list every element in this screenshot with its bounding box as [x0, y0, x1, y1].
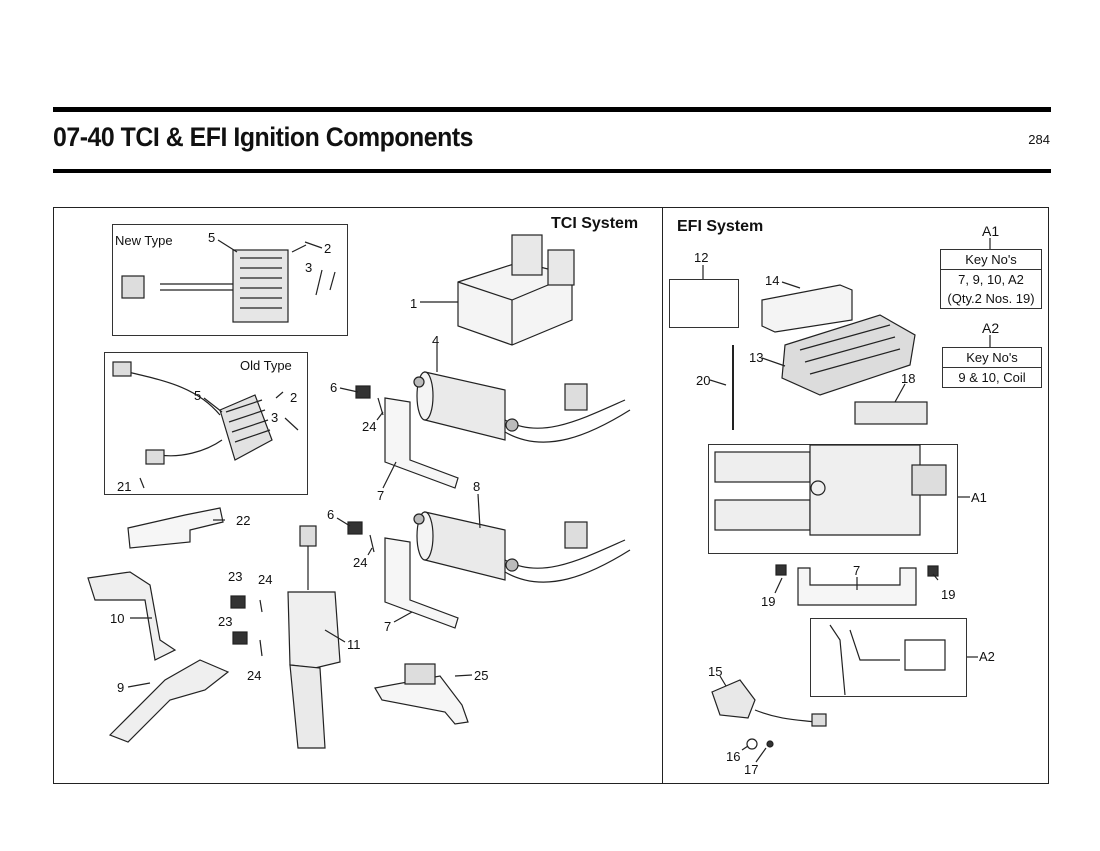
- callout-25: 25: [474, 668, 489, 683]
- sensor-11-illustration: [287, 525, 341, 749]
- regulator-old-illustration: [112, 361, 299, 489]
- new-type-box: [112, 224, 348, 336]
- section-divider: [662, 207, 663, 784]
- tci-system-title: TCI System: [551, 215, 639, 232]
- old-type-label: Old Type: [240, 358, 292, 373]
- callout-7-lower: 7: [384, 619, 392, 634]
- callout-2-new: 2: [324, 241, 332, 256]
- key-a2-name: A2: [982, 320, 1000, 336]
- regulator-new-illustration: [121, 241, 336, 323]
- callout-19-right: 19: [941, 587, 956, 602]
- page-number: 284: [1028, 132, 1050, 147]
- callout-24-mid: 24: [258, 572, 273, 587]
- key-a1-name: A1: [982, 223, 1000, 239]
- callout-9: 9: [117, 680, 125, 695]
- callout-a1: A1: [971, 490, 987, 505]
- callout-1: 1: [410, 296, 418, 311]
- callout-22: 22: [236, 513, 251, 528]
- new-type-label: New Type: [115, 233, 173, 248]
- callout-4: 4: [432, 333, 440, 348]
- bracket-22: [127, 507, 224, 549]
- key-a2-header: Key No's: [943, 348, 1041, 368]
- callout-5-new: 5: [208, 230, 216, 245]
- ignition-coil-lower-illustration: [413, 511, 631, 583]
- connector-18: [854, 401, 928, 425]
- bracket-25: [374, 675, 469, 725]
- callout-23-lower: 23: [218, 614, 233, 629]
- page-title: 07-40 TCI & EFI Ignition Components: [53, 122, 474, 152]
- plug-cap-10: [87, 571, 177, 661]
- callout-5-old: 5: [194, 388, 202, 403]
- a2-coil-box: [810, 618, 967, 697]
- callout-14: 14: [765, 273, 780, 288]
- callout-19-left: 19: [761, 594, 776, 609]
- callout-24-upper: 24: [362, 419, 377, 434]
- callout-13: 13: [749, 350, 764, 365]
- diagram-frame: [53, 207, 1049, 784]
- callout-a2: A2: [979, 649, 995, 664]
- key-table-a2: Key No's 9 & 10, Coil: [942, 347, 1042, 388]
- callout-23-upper: 23: [228, 569, 243, 584]
- bracket-7-upper: [384, 397, 459, 489]
- header-rule-top: [53, 107, 1051, 112]
- old-type-box: [104, 352, 308, 495]
- callout-11: 11: [347, 637, 361, 652]
- callout-24-lower: 24: [353, 555, 368, 570]
- key-a1-line-1: 7, 9, 10, A2: [958, 272, 1024, 287]
- efi-system-title: EFI System: [677, 218, 764, 235]
- ecu-13: [781, 314, 916, 396]
- callout-3-old: 3: [271, 410, 279, 425]
- callout-21: 21: [117, 479, 132, 494]
- cover-14: [761, 284, 853, 333]
- callout-24-bottom: 24: [247, 668, 262, 683]
- callout-6-lower: 6: [327, 507, 335, 522]
- ignition-coil-upper-illustration: [413, 371, 631, 443]
- callout-7-upper: 7: [377, 488, 385, 503]
- key-a1-line-2: (Qty.2 Nos. 19): [947, 291, 1035, 306]
- callout-15: 15: [708, 664, 723, 679]
- key-table-a1: Key No's 7, 9, 10, A2 (Qty.2 Nos. 19): [940, 249, 1042, 309]
- part-12-label-box: [669, 279, 739, 328]
- tci-unit-illustration: [457, 234, 575, 346]
- header-rule-bottom: [53, 169, 1051, 173]
- callout-17: 17: [744, 762, 759, 777]
- callout-3-new: 3: [305, 260, 313, 275]
- callout-6-upper: 6: [330, 380, 338, 395]
- callout-20: 20: [696, 373, 711, 388]
- key-a1-header: Key No's: [941, 250, 1041, 270]
- key-a2-line-1: 9 & 10, Coil: [958, 370, 1026, 385]
- callout-10: 10: [110, 611, 125, 626]
- callout-18: 18: [901, 371, 916, 386]
- callout-12: 12: [694, 250, 709, 265]
- callout-7-efi: 7: [853, 563, 861, 578]
- bracket-7-lower: [384, 537, 459, 629]
- plug-cap-9: [108, 659, 230, 743]
- callout-16: 16: [726, 749, 741, 764]
- callout-2-old: 2: [290, 390, 298, 405]
- callout-8: 8: [473, 479, 481, 494]
